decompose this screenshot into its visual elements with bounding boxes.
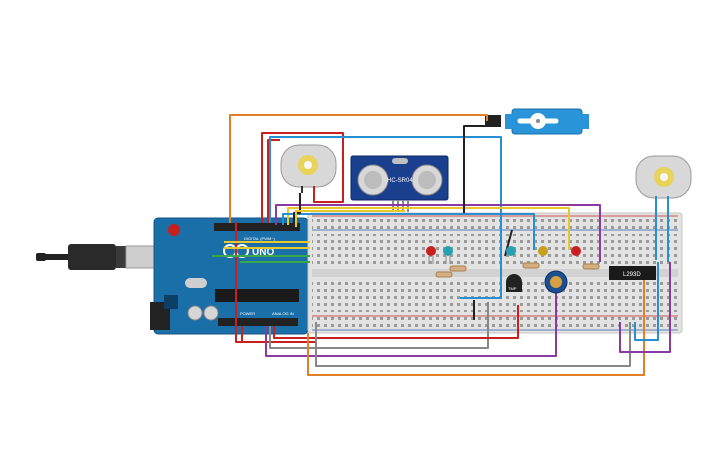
sensor-label: HC-SR04 (387, 178, 413, 184)
breadboard (307, 212, 683, 334)
microcontroller-chip (215, 289, 299, 302)
motor-driver-ic[interactable]: L293D (609, 266, 656, 280)
led-3[interactable] (506, 246, 516, 256)
dc-motor-left[interactable] (280, 144, 337, 193)
power-pins-label: POWER (240, 311, 255, 316)
ultrasonic-sensor[interactable]: HC-SR04 (350, 155, 449, 212)
reset-button[interactable] (168, 224, 180, 236)
led-4[interactable] (538, 246, 548, 256)
wires (212, 114, 671, 376)
driver-label: L293D (623, 272, 641, 278)
led-2[interactable] (443, 246, 453, 264)
dc-motor-right[interactable] (635, 155, 692, 199)
usb-cable (36, 244, 157, 270)
servo-motor[interactable] (485, 108, 589, 135)
temperature-sensor[interactable]: TMP (506, 274, 522, 292)
led-1[interactable] (426, 246, 436, 264)
arduino-board[interactable]: UNO DIGITAL (PWM~) POWER ANALOG IN (150, 217, 309, 335)
temp-sensor-label: TMP (508, 286, 517, 291)
potentiometer[interactable] (544, 270, 568, 294)
arduino-model-label: UNO (252, 247, 274, 258)
led-5[interactable] (571, 246, 581, 256)
digital-pins-label: DIGITAL (PWM~) (244, 236, 276, 241)
analog-pins-label: ANALOG IN (272, 311, 294, 316)
resistors (435, 262, 600, 278)
